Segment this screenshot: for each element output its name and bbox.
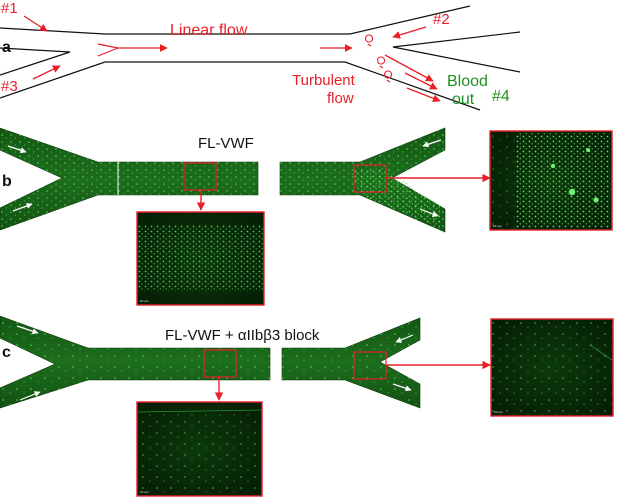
inlet-2-label: #2 [433, 11, 450, 28]
panel-b-left-channel [0, 127, 259, 231]
turbulent-label-line1: Turbulent [292, 72, 356, 89]
outflow-arrow-1 [384, 54, 434, 82]
panel-c-title: FL-VWF + αIIbβ3 block [165, 327, 320, 344]
eddy-swirls [365, 34, 393, 83]
panel-b-linear-roi [183, 162, 217, 191]
panel-c-scale-right: 10 um [494, 410, 503, 414]
panel-b-zoom-linear: 10 um [136, 211, 265, 306]
linear-flow-label: Linear flow [170, 22, 248, 39]
panel-c-scale-left: 10 um [140, 490, 149, 494]
panel-b-flow-arrow-lower [12, 203, 33, 212]
panel-b: b FL-VWF 10 um [0, 127, 613, 306]
inlet-1-arrow [23, 15, 48, 32]
panel-c-letter: c [2, 344, 11, 361]
panel-c-zoom-turbulent: 10 um [490, 318, 614, 417]
panel-a-schematic: a #1 #3 #2 Linear flow [0, 0, 521, 111]
inlet-3-label: #3 [1, 78, 18, 95]
outflow-arrow-2 [404, 72, 438, 90]
panel-c: c FL-VWF + αIIbβ3 block 10 um [0, 315, 614, 497]
panel-c-inflow-arrow [395, 334, 414, 343]
panel-b-outflow-arrow [419, 208, 439, 217]
blood-out-line2: out [452, 91, 475, 108]
panel-b-scale-right: 10 um [493, 224, 502, 228]
outlet-4-label: #4 [492, 88, 510, 105]
panel-c-linear-roi [203, 349, 237, 378]
panel-b-scale-left: 10 um [140, 299, 149, 303]
panel-c-outflow-arrow [392, 383, 412, 392]
panel-b-inflow-arrow [422, 139, 442, 148]
inlet-2-arrow [392, 26, 427, 39]
outflow-arrow-3 [406, 87, 441, 103]
channel-outline [0, 5, 521, 111]
panel-c-flow-arrow-upper [16, 325, 39, 335]
panel-b-right-channel [279, 127, 446, 233]
merge-arrow-upper [97, 43, 119, 49]
panel-b-title: FL-VWF [198, 135, 254, 152]
panel-c-left-channel [0, 315, 271, 409]
panel-b-flow-arrow-upper [7, 145, 27, 154]
merge-arrow-lower [97, 47, 119, 57]
panel-c-zoom-linear: 10 um [136, 401, 263, 497]
panel-c-right-channel [281, 317, 421, 409]
inlet-1-label: #1 [1, 0, 18, 17]
turbulent-label-line2: flow [327, 90, 354, 107]
panel-a-letter: a [2, 39, 11, 56]
panel-b-letter: b [2, 173, 12, 190]
inlet-3-arrow [32, 65, 61, 80]
panel-b-zoom-turbulent: 10 um [489, 130, 613, 231]
panel-c-flow-arrow-lower [19, 391, 41, 401]
blood-out-line1: Blood [447, 73, 488, 90]
